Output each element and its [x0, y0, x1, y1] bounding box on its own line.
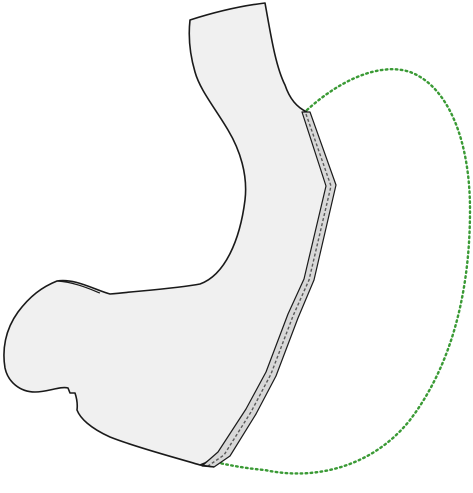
stomach-body	[4, 3, 330, 465]
